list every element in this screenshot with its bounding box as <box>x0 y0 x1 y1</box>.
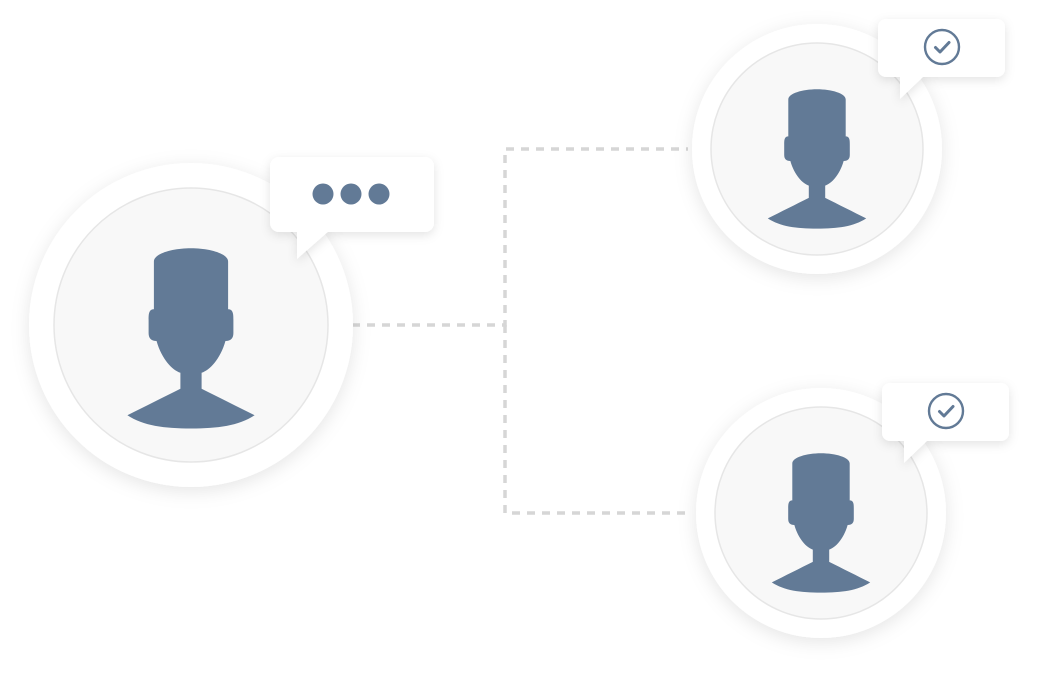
recipient-top-person-icon <box>767 89 867 229</box>
connector-sender-to-recipient-top <box>352 147 688 327</box>
sender-node <box>29 157 434 487</box>
check-circle-icon <box>927 392 965 430</box>
recipient-top-status-bubble <box>878 19 1005 99</box>
check-circle-icon <box>923 28 961 66</box>
connectors <box>352 147 692 515</box>
recipient-bottom-status-bubble <box>882 383 1009 463</box>
connector-sender-to-recipient-bottom <box>503 325 692 515</box>
recipient-bottom-person-icon <box>771 453 871 593</box>
recipient-top-node <box>692 19 1005 274</box>
sender-person-icon <box>127 248 255 429</box>
typing-dots-icon <box>312 183 390 205</box>
recipient-bottom-node <box>696 383 1009 638</box>
